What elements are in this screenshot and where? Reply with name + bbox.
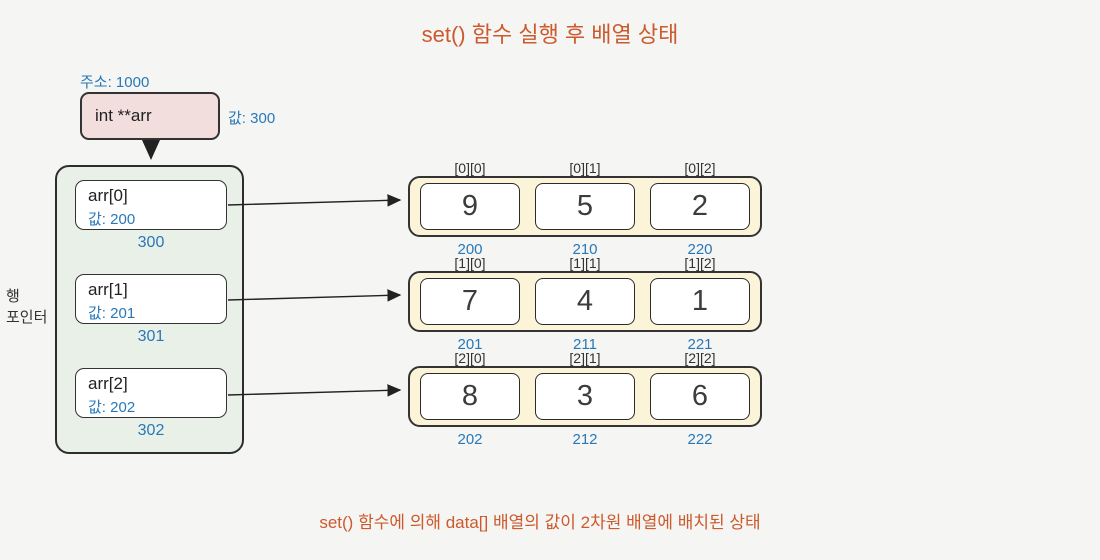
- diagram-title: set() 함수 실행 후 배열 상태: [421, 22, 679, 47]
- array-cell: 9: [420, 183, 520, 230]
- row-pointer-item-1: arr[1] 값: 201 301: [75, 274, 227, 346]
- row-pointer-value: 값: 201: [88, 305, 136, 322]
- array-row-0-box: 9 5 2: [408, 176, 762, 237]
- array-cell-address: 220: [687, 241, 713, 258]
- array-index-label: [1][0]: [454, 255, 486, 271]
- row-pointer-box-1: arr[1] 값: 201: [75, 274, 227, 324]
- array-cell-address: 212: [572, 431, 598, 448]
- row-pointer-name: arr[2]: [88, 374, 128, 393]
- array-row-2-indices: [2][0] [2][1] [2][2]: [408, 350, 762, 366]
- array-index-label: [1][1]: [569, 255, 601, 271]
- row-pointer-name: arr[0]: [88, 186, 128, 205]
- pointer-variable-box: int **arr: [80, 92, 220, 140]
- array-index-label: [2][1]: [569, 350, 601, 366]
- row-pointer-name: arr[1]: [88, 280, 128, 299]
- array-row-2: [2][0] [2][1] [2][2] 8 3 6 202 212 222: [408, 350, 762, 450]
- row-pointer-caption-line1: 행: [6, 288, 20, 305]
- array-cell: 8: [420, 373, 520, 420]
- array-row-1: [1][0] [1][1] [1][2] 7 4 1 201 211 221: [408, 255, 762, 355]
- row-pointer-box-2: arr[2] 값: 202: [75, 368, 227, 418]
- pointer-address-label: 주소: 1000: [80, 74, 150, 91]
- array-cell: 2: [650, 183, 750, 230]
- array-index-label: [0][0]: [454, 160, 486, 176]
- array-row-2-box: 8 3 6: [408, 366, 762, 427]
- array-index-label: [0][1]: [569, 160, 601, 176]
- array-cell: 3: [535, 373, 635, 420]
- array-cell-address: 200: [457, 241, 483, 258]
- array-cell-address: 221: [687, 336, 713, 353]
- array-row-0-indices: [0][0] [0][1] [0][2]: [408, 160, 762, 176]
- row-pointer-caption: 행 포인터: [6, 286, 47, 328]
- array-row-1-box: 7 4 1: [408, 271, 762, 332]
- array-index-label: [2][0]: [454, 350, 486, 366]
- array-index-label: [1][2]: [684, 255, 716, 271]
- row-pointer-address: 301: [137, 328, 165, 345]
- array-row-0-addresses: 200 210 220: [408, 241, 762, 258]
- array-cell-address: 211: [573, 336, 597, 353]
- row-pointer-value: 값: 202: [88, 399, 136, 416]
- bottom-caption: set() 함수에 의해 data[] 배열의 값이 2차원 배열에 배치된 상…: [319, 513, 761, 532]
- array-cell-address: 202: [457, 431, 483, 448]
- array-cell-address: 201: [457, 336, 483, 353]
- array-cell: 6: [650, 373, 750, 420]
- arrow-right-icon: [227, 384, 402, 397]
- array-index-label: [0][2]: [684, 160, 716, 176]
- row-pointer-value: 값: 200: [88, 211, 136, 228]
- array-row-1-indices: [1][0] [1][1] [1][2]: [408, 255, 762, 271]
- arrow-right-icon: [227, 289, 402, 302]
- row-pointer-item-2: arr[2] 값: 202 302: [75, 368, 227, 440]
- pointer-variable-name: int **arr: [95, 106, 152, 125]
- array-index-label: [2][2]: [684, 350, 716, 366]
- array-row-1-addresses: 201 211 221: [408, 336, 762, 353]
- array-cell: 4: [535, 278, 635, 325]
- array-cell-address: 210: [572, 241, 598, 258]
- arrow-right-icon: [227, 194, 402, 207]
- pointer-value-label: 값: 300: [228, 110, 276, 127]
- array-cell: 1: [650, 278, 750, 325]
- row-pointer-item-0: arr[0] 값: 200 300: [75, 180, 227, 252]
- row-pointer-address: 302: [137, 422, 165, 439]
- array-cell: 5: [535, 183, 635, 230]
- array-cell: 7: [420, 278, 520, 325]
- array-cell-address: 222: [687, 431, 713, 448]
- row-pointer-caption-line2: 포인터: [6, 309, 48, 326]
- row-pointer-box-0: arr[0] 값: 200: [75, 180, 227, 230]
- array-row-0: [0][0] [0][1] [0][2] 9 5 2 200 210 220: [408, 160, 762, 260]
- row-pointer-address: 300: [137, 234, 165, 251]
- array-row-2-addresses: 202 212 222: [408, 431, 762, 448]
